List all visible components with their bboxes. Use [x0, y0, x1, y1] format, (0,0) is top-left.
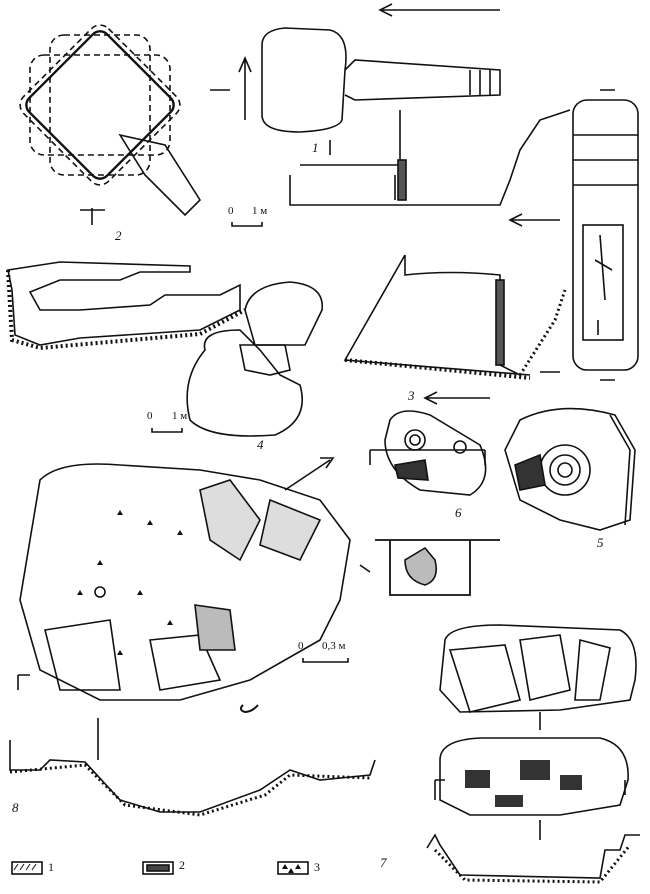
scale-bar [231, 222, 263, 227]
section-fig-6 [375, 539, 500, 596]
scale-value: 1 м [252, 205, 268, 217]
plan-fig-6 [369, 410, 487, 496]
plan-fig-4 [186, 281, 323, 437]
plan-fig-7 [434, 624, 637, 840]
scale-zero: 0 [147, 410, 153, 422]
legend-label: 1 [48, 860, 54, 874]
scale-bar [151, 428, 183, 433]
figure-label: 2 [115, 228, 122, 243]
north-arrow [238, 55, 252, 120]
figure-label: 6 [455, 505, 462, 520]
figure-label: 3 [408, 388, 415, 403]
legend-swatches [11, 861, 309, 875]
figure-label: 5 [597, 535, 604, 550]
scale-bar [302, 658, 349, 663]
section-fig-8 [9, 740, 376, 817]
figure-label: 7 [380, 855, 387, 870]
legend-label: 2 [179, 858, 185, 872]
scale-value: 0,3 м [322, 640, 346, 652]
section-fig-7 [426, 833, 640, 884]
drawing-fig-5 [504, 407, 636, 531]
legend-label: 3 [314, 860, 320, 874]
scale-zero: 0 [228, 205, 234, 217]
scale-zero: 0 [298, 640, 304, 652]
figure-label: 4 [257, 437, 264, 452]
section-fig-2 [6, 261, 246, 351]
figure-label: 1 [312, 140, 319, 155]
direction-arrow [378, 3, 500, 17]
scale-value: 1 м [172, 410, 188, 422]
direction-arrow [423, 391, 490, 405]
section-fig-3 [343, 254, 567, 380]
plan-fig-2 [19, 24, 230, 225]
plan-fig-8 [17, 457, 371, 760]
section-fig-1 [410, 89, 639, 381]
plan-fig-1 [261, 27, 501, 206]
figure-label: 8 [12, 800, 19, 815]
